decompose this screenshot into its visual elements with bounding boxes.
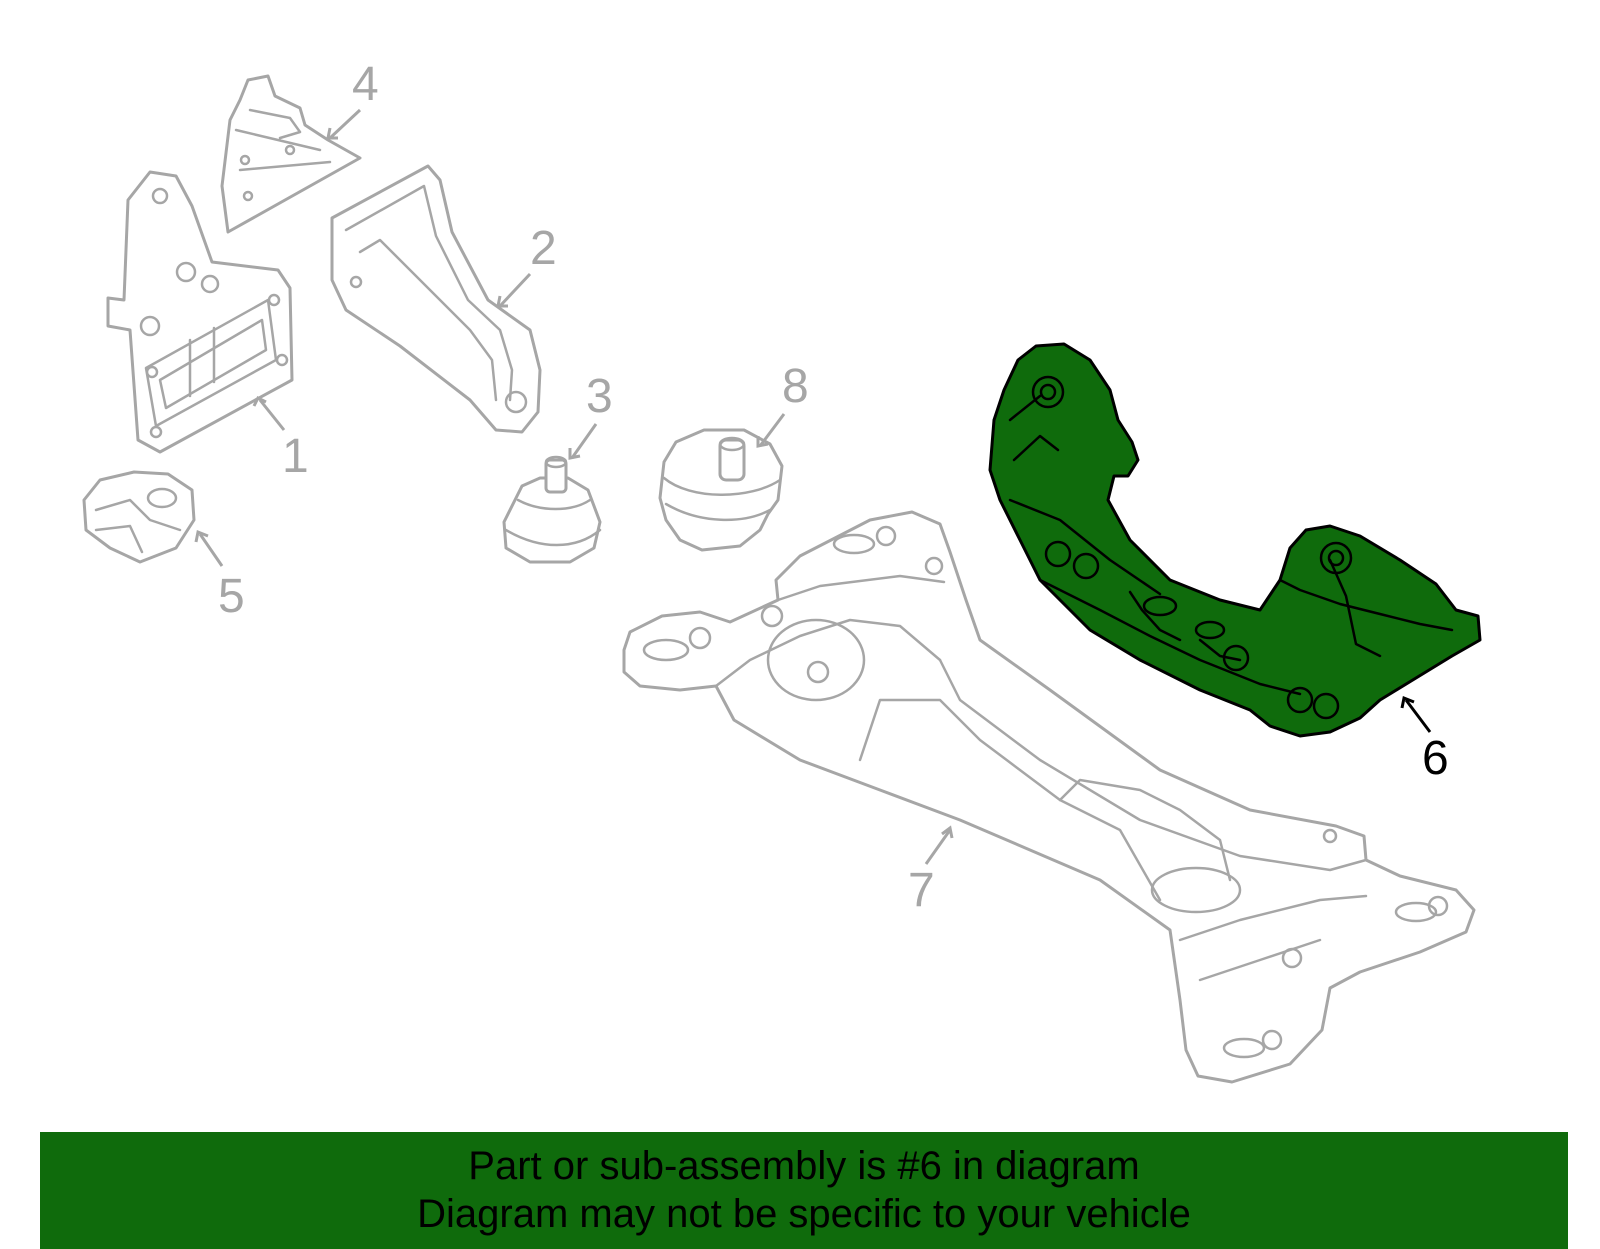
part-1-engine-bracket[interactable] bbox=[106, 170, 294, 454]
part-5-rubber-mount[interactable] bbox=[82, 470, 196, 564]
callout-2: 2 bbox=[496, 222, 557, 308]
callout-6-label: 6 bbox=[1422, 732, 1449, 785]
callout-5-label: 5 bbox=[218, 570, 245, 623]
banner-line-2: Diagram may not be specific to your vehi… bbox=[417, 1192, 1191, 1236]
callout-6: 6 bbox=[1400, 695, 1449, 785]
info-banner: Part or sub-assembly is #6 in diagram Di… bbox=[40, 1132, 1568, 1249]
part-7-crossmember[interactable] bbox=[622, 510, 1476, 1084]
callout-8-label: 8 bbox=[782, 360, 809, 413]
part-2-mount-bracket[interactable] bbox=[330, 164, 542, 434]
part-3-isolator[interactable] bbox=[502, 455, 602, 564]
banner-line-1: Part or sub-assembly is #6 in diagram bbox=[468, 1144, 1140, 1188]
callout-1-label: 1 bbox=[282, 430, 309, 483]
part-4-bracket[interactable] bbox=[220, 74, 362, 234]
callout-3: 3 bbox=[568, 370, 613, 460]
callout-7: 7 bbox=[908, 825, 954, 917]
callout-7-label: 7 bbox=[908, 864, 935, 917]
callout-2-label: 2 bbox=[530, 222, 557, 275]
callout-8: 8 bbox=[756, 360, 809, 448]
callout-5: 5 bbox=[194, 529, 245, 623]
callout-1: 1 bbox=[252, 395, 309, 483]
callout-4: 4 bbox=[326, 58, 379, 140]
part-6-transmission-support[interactable] bbox=[988, 342, 1482, 738]
part-8-engine-isolator[interactable] bbox=[658, 428, 784, 552]
callout-3-label: 3 bbox=[586, 370, 613, 423]
callout-4-label: 4 bbox=[352, 58, 379, 111]
